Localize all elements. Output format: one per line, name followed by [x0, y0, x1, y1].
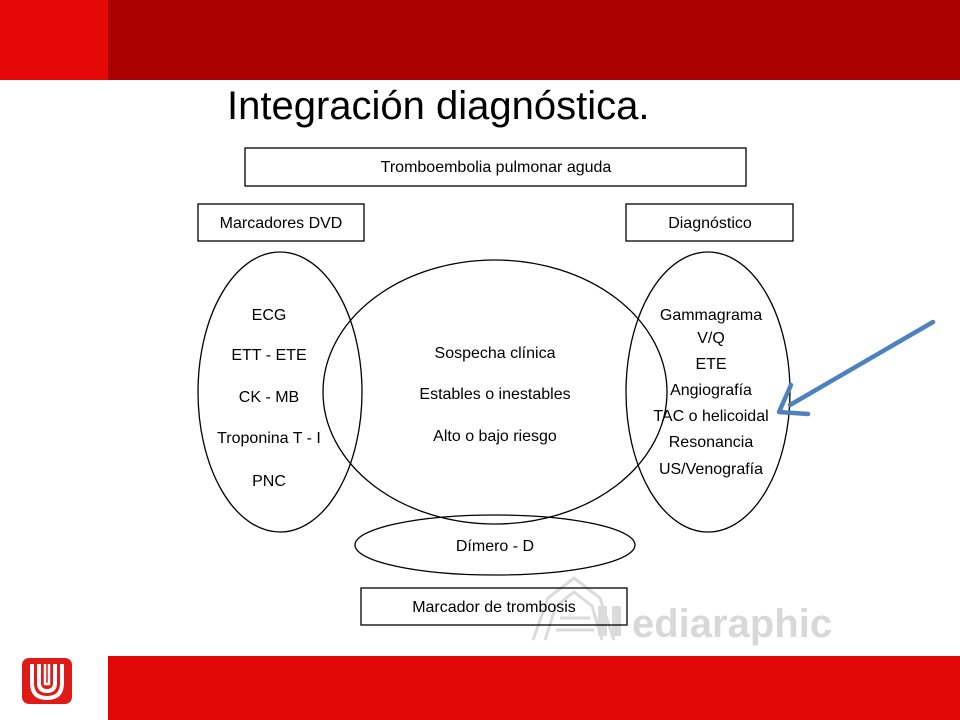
center-item-estables: Estables o inestables: [419, 386, 570, 403]
bottom-ellipse: [354, 514, 636, 576]
left-item-ecg: ECG: [252, 307, 287, 324]
university-u-logo: [22, 658, 72, 704]
bottom-ellipse-label: Dímero - D: [456, 538, 534, 555]
left-ellipse: [197, 251, 363, 533]
left-item-troponina: Troponina T - I: [217, 430, 321, 447]
left-item-pnc: PNC: [252, 473, 286, 490]
right-item-vq: V/Q: [697, 330, 725, 347]
watermark-text: ediaraphic: [632, 602, 832, 646]
right-item-us-venografia: US/Venografía: [659, 461, 763, 478]
top-box-label: Tromboembolia pulmonar aguda: [381, 159, 612, 176]
right-item-angiografia: Angiografía: [670, 382, 752, 399]
slide-title: Integración diagnóstica.: [227, 84, 650, 128]
medigraphic-watermark-logo: ediaraphic: [531, 576, 832, 646]
left-item-ck-mb: CK - MB: [239, 389, 299, 406]
right-item-resonancia: Resonancia: [669, 434, 754, 451]
left-item-ett-ete: ETT - ETE: [231, 347, 306, 364]
right-item-gammagrama: Gammagrama: [660, 307, 762, 324]
right-box-frame: [625, 203, 794, 242]
center-item-sospecha: Sospecha clínica: [435, 345, 556, 362]
bottom-box-frame: [360, 587, 628, 626]
center-ellipse: [322, 259, 668, 525]
left-box-label: Marcadores DVD: [220, 215, 343, 232]
left-box-frame: [197, 203, 365, 242]
right-item-ete: ETE: [695, 356, 726, 373]
center-item-riesgo: Alto o bajo riesgo: [433, 428, 557, 445]
header-bar: [108, 0, 960, 80]
top-box-frame: [244, 147, 747, 187]
footer-bar: [108, 656, 960, 720]
bottom-box-label: Marcador de trombosis: [412, 599, 576, 616]
header-bar-accent: [0, 0, 108, 80]
right-item-tac: TAC o helicoidal: [653, 408, 768, 425]
pointer-arrow-icon: [776, 319, 936, 417]
right-box-label: Diagnóstico: [668, 215, 752, 232]
